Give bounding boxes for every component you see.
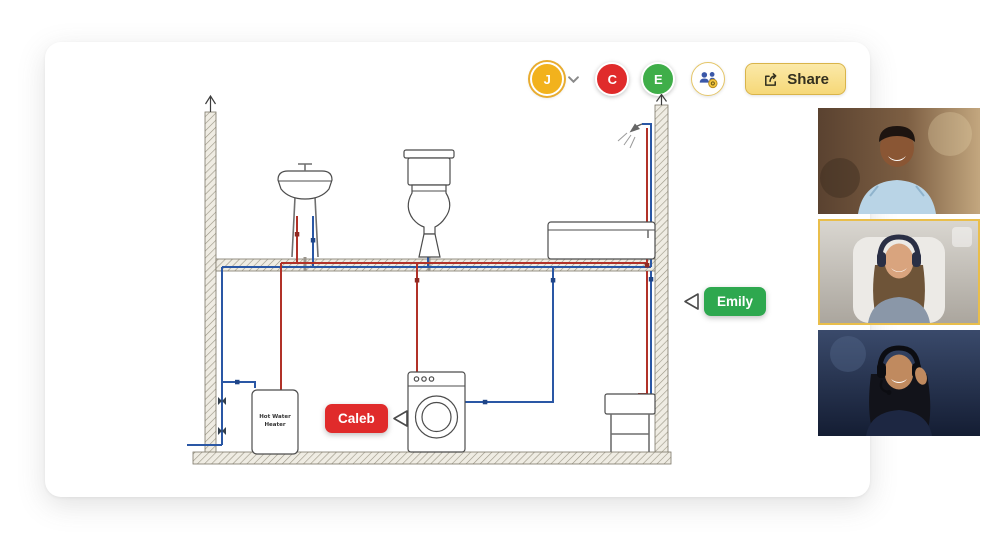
- avatar-initial: E: [653, 71, 663, 87]
- washing-machine: [407, 371, 466, 453]
- utility-sink: [604, 393, 656, 452]
- avatar-initial: J: [543, 71, 551, 87]
- whiteboard-canvas-card: J C E Share: [45, 42, 870, 497]
- cursor-pointer-icon: [392, 410, 408, 427]
- heater-label-line1: Hot Water: [259, 414, 291, 420]
- pedestal-sink: [277, 163, 333, 258]
- participant-1-video: [818, 108, 980, 214]
- toilet: [403, 149, 455, 258]
- cursor-name-tag: Caleb: [325, 404, 388, 433]
- participant-3-video: [818, 330, 980, 436]
- share-button[interactable]: Share: [745, 63, 846, 95]
- video-participant-2-active[interactable]: [818, 219, 980, 325]
- people-gear-icon: [700, 72, 718, 89]
- participant-2-video: [820, 221, 978, 323]
- heater-label-line2: Heater: [264, 422, 285, 428]
- shower-head: [617, 123, 643, 149]
- plumbing-diagram: Hot Water Heater: [187, 93, 672, 465]
- cursor-pointer-icon: [684, 293, 699, 310]
- remote-cursor-emily: Emily: [681, 287, 767, 316]
- chevron-down-icon[interactable]: [568, 75, 580, 83]
- cursor-name-tag: Emily: [704, 287, 767, 316]
- video-call-panel: [818, 108, 980, 441]
- collaboration-toolbar: J C E Share: [530, 62, 846, 96]
- hot-water-heater: Hot Water Heater: [251, 389, 299, 455]
- avatar-collaborator-caleb[interactable]: C: [595, 62, 630, 96]
- canvas-area[interactable]: Hot Water Heater: [185, 93, 745, 484]
- watermark-icon: [952, 227, 972, 247]
- participants-settings-button[interactable]: [691, 62, 726, 96]
- avatar-collaborator-emily[interactable]: E: [641, 62, 676, 96]
- share-button-label: Share: [787, 70, 829, 88]
- share-icon: [765, 72, 777, 86]
- bathtub: [547, 221, 656, 260]
- video-participant-1[interactable]: [818, 108, 980, 214]
- remote-cursor-caleb: Caleb: [325, 404, 411, 433]
- avatar-initial: C: [607, 71, 617, 87]
- avatar-current-user[interactable]: J: [530, 62, 565, 96]
- video-participant-3[interactable]: [818, 330, 980, 436]
